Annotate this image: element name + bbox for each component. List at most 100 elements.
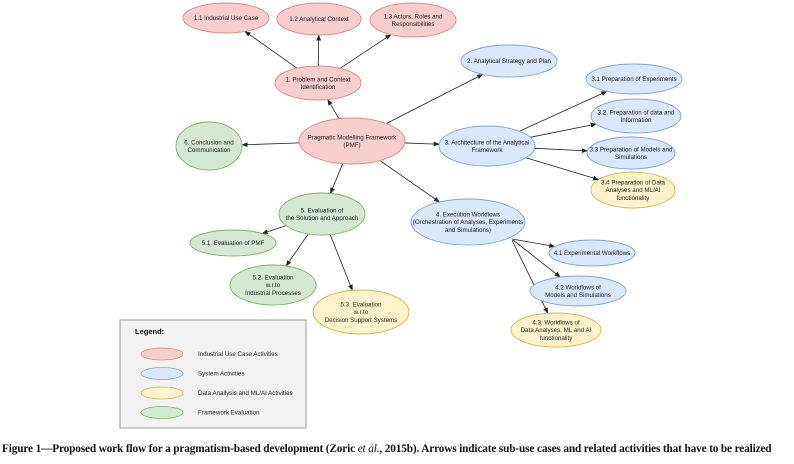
node-ellipse xyxy=(274,65,362,101)
edge-pmf-to-n4 xyxy=(379,160,440,203)
node-ellipse xyxy=(585,63,683,95)
node-label: 3.3 Preparation of Models and xyxy=(590,146,673,153)
workflow-diagram: Pragmatic Modelling Framework(PMF) 1. Pro… xyxy=(119,2,683,429)
node-label: 4. Execution Workflows xyxy=(436,212,500,219)
node-label: 1.3 Actors, Roles and xyxy=(384,13,443,20)
edge-pmf-to-n3 xyxy=(404,141,440,147)
node-label: Responsibilities xyxy=(392,21,435,28)
node-ellipse xyxy=(590,98,682,134)
caption-prefix: Figure 1—Proposed work flow for a pragma… xyxy=(2,443,358,455)
legend-item-industrial: Industrial Use Case Activities xyxy=(140,347,278,361)
node-n4: 4. Execution Workflows(Orchestration of … xyxy=(410,198,526,246)
node-ellipse xyxy=(276,2,362,36)
edge-n3-to-n3_4 xyxy=(525,157,600,181)
node-ellipse xyxy=(298,117,406,165)
node-label: 3.2. Preparation of data and xyxy=(598,109,675,116)
node-label: 4.2 Workflows of xyxy=(555,284,601,291)
node-label: Communication xyxy=(188,147,232,154)
node-ellipse xyxy=(189,229,277,257)
node-label: Identification xyxy=(301,84,336,91)
legend-swatch xyxy=(140,347,184,361)
edge-pmf-to-n5 xyxy=(330,163,344,194)
node-n1_2: 1.2 Analytical Context xyxy=(276,2,362,36)
node-ellipse xyxy=(586,136,676,170)
node-label: w.r.to xyxy=(353,309,369,316)
legend-item-data_ml: Data Anallysis and ML/AI Activities xyxy=(140,386,293,400)
node-label: 1. Problem and Context xyxy=(285,76,350,83)
node-label: Decision Support Systems xyxy=(325,317,398,324)
edge-pmf-to-n6 xyxy=(241,142,300,148)
node-label: functionality xyxy=(540,335,574,342)
legend-label: System Activities xyxy=(198,371,244,378)
node-ellipse xyxy=(229,264,317,306)
legend-swatch xyxy=(140,406,184,419)
node-ellipse xyxy=(369,2,457,38)
caption-italic: et al. xyxy=(357,443,380,455)
node-label: 1.1 Industrial Use Case xyxy=(194,15,259,22)
edge-n5-to-n5_1 xyxy=(261,225,287,235)
node-label: Information xyxy=(621,117,653,124)
node-label: 3. Architecture of the Analytical xyxy=(445,139,530,146)
node-label: functionality xyxy=(617,195,651,202)
node-label: 5. Evaluation of xyxy=(301,207,344,214)
edge-n1-to-n1_1 xyxy=(244,31,298,69)
edge-n5-to-n5_2 xyxy=(285,233,309,267)
edge-n4-to-n4_3 xyxy=(511,239,549,314)
nodes-layer: Pragmatic Modelling Framework(PMF) 1. Pro… xyxy=(175,2,683,348)
node-label: (Orchestration of Analyses, Experiments xyxy=(413,219,523,226)
edge-n4-to-n4_2 xyxy=(512,239,561,278)
edge-n5-to-n5_3 xyxy=(329,234,353,291)
legend-swatch xyxy=(140,386,184,400)
node-label: Pragmatic Modelling Framework xyxy=(308,134,398,141)
node-label: Framework xyxy=(472,147,504,154)
node-n3: 3. Architecture of the AnalyticalFramewo… xyxy=(438,125,536,167)
node-label: 5.3. Evaluation xyxy=(341,302,382,309)
node-label: 2. Analytical Strategy and Plan xyxy=(467,58,551,65)
node-ellipse xyxy=(438,125,536,167)
node-ellipse xyxy=(510,312,602,348)
node-n3_1: 3.1 Preparation of Experiments xyxy=(585,63,683,95)
node-ellipse xyxy=(548,239,636,267)
edge-pmf-to-n2 xyxy=(386,74,484,124)
edge-n3-to-n3_3 xyxy=(534,147,588,154)
node-label: w.r.to xyxy=(265,282,281,289)
node-pmf: Pragmatic Modelling Framework(PMF) xyxy=(298,117,406,165)
node-ellipse xyxy=(182,2,270,34)
edge-n1-to-n1_3 xyxy=(339,34,392,69)
node-ellipse xyxy=(278,192,366,236)
node-label: Data Analyses, ML and AI xyxy=(521,327,592,334)
node-label: 3.1 Preparation of Experiments xyxy=(591,76,676,83)
legend-label: Industrial Use Case Activities xyxy=(198,351,278,358)
node-label: 5.2. Evaluation xyxy=(253,275,294,282)
legend: Legend: Industrial Use Case ActivitiesSy… xyxy=(119,319,307,429)
node-ellipse xyxy=(175,121,243,171)
node-label: Models and Simulations xyxy=(545,292,611,299)
legend-label: Data Anallysis and ML/AI Activities xyxy=(198,390,293,397)
node-n5_1: 5.1. Evaluation of PMF xyxy=(189,229,277,257)
legend-swatch xyxy=(140,367,184,380)
node-ellipse xyxy=(460,44,558,78)
caption-suffix: , 2015b). Arrows indicate sub-use cases … xyxy=(379,443,772,455)
figure-caption: Figure 1—Proposed work flow for a pragma… xyxy=(2,443,794,455)
edge-n3-to-n3_1 xyxy=(519,91,608,132)
node-label: 4.3. Workflows of xyxy=(532,320,580,327)
node-ellipse xyxy=(410,198,526,246)
node-label: 4.1 Experimental Workflows xyxy=(554,250,631,257)
edge-n3-to-n3_2 xyxy=(530,122,597,138)
legend-item-system: System Activities xyxy=(140,367,244,380)
node-n2: 2. Analytical Strategy and Plan xyxy=(460,44,558,78)
legend-label: Framework Evaluation xyxy=(198,410,260,417)
node-n1_1: 1.1 Industrial Use Case xyxy=(182,2,270,34)
node-ellipse xyxy=(529,275,627,307)
node-n4_1: 4.1 Experimental Workflows xyxy=(548,239,636,267)
